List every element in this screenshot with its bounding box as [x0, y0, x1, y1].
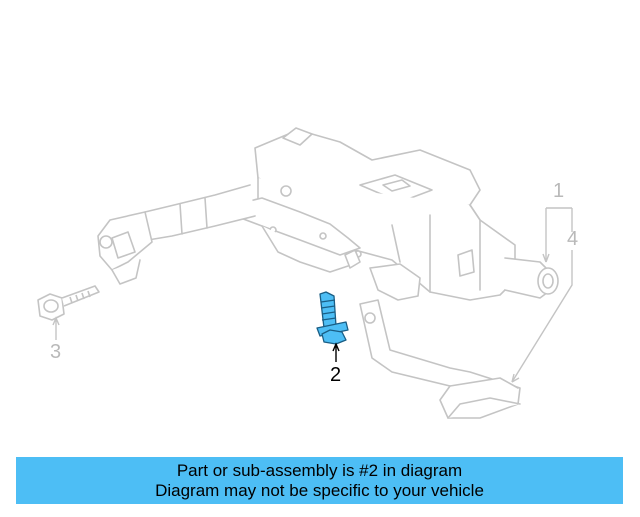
- bolt-part-3: [37, 285, 100, 321]
- info-banner: Part or sub-assembly is #2 in diagram Di…: [16, 457, 623, 504]
- callout-4: 4: [567, 228, 579, 250]
- steering-column-assembly: [97, 127, 559, 419]
- callout-1: 1: [553, 180, 565, 202]
- callout-3: 3: [50, 341, 62, 363]
- callout-leaders: [52, 207, 573, 383]
- banner-line-part: Part or sub-assembly is #2 in diagram: [176, 461, 463, 480]
- bolt-part-2: [316, 291, 349, 345]
- callout-2: 2: [330, 364, 342, 386]
- banner-line-disclaimer: Diagram may not be specific to your vehi…: [155, 481, 484, 500]
